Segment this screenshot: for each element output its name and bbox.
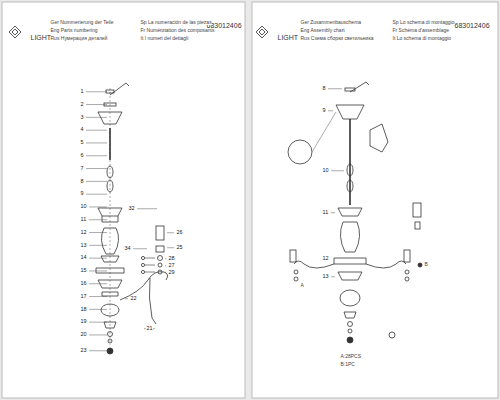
callout-number: 34 [124,246,131,252]
leader-line [137,208,157,209]
header-text: Rus Схема сборки светильника [300,36,374,41]
leader-line [86,155,107,156]
callout-number: 9 [80,191,84,197]
header-text: Ger Nummerierung der Teile [50,20,114,25]
callout-number: 21 [146,326,153,332]
callout-number: 1 [80,89,84,95]
callout-number: 18 [80,307,87,313]
leader-line [331,212,335,213]
callout-number: 17 [80,294,87,300]
logo [9,26,21,38]
leader-line [89,350,107,351]
callout-number: 15 [80,268,87,274]
leader-line [86,91,107,92]
logo [256,26,268,38]
header-text: Ger Zusammenbauschema [300,20,362,25]
leader-line [165,265,166,266]
leader-line [331,170,344,171]
callout-number: 10 [322,168,329,174]
callout-number: 26 [176,230,183,236]
leader-line [331,258,332,259]
leader-line [165,258,166,259]
header-text: B [424,262,428,267]
leader-line [89,245,107,246]
callout-number: 13 [322,274,329,280]
leader-line [89,206,107,207]
callout-number: 5 [80,140,84,146]
leader-line [86,117,107,118]
callout-number: 4 [80,127,84,133]
callout-number: 9 [322,108,326,114]
leader-line [89,219,107,220]
callout-number: 8 [80,179,84,185]
leader-line [89,322,107,323]
callout-number: 12 [80,230,87,236]
header-text: Fr Numérotation des composants [140,28,215,33]
callout-number: 10 [80,204,87,210]
callout-number: 12 [322,256,329,262]
chandelier-parts [96,83,168,354]
callout-number: 13 [80,243,87,249]
header-text: Fr Schéma d'assemblage [392,28,450,33]
callout-number: 16 [80,281,87,287]
callout-number: 19 [80,319,87,325]
leader-line [86,142,107,143]
header-text: It Lo schema di montaggio [392,36,452,41]
callout-number: 14 [80,255,87,261]
callout-number: 7 [80,166,84,172]
callout-number: 22 [130,296,137,302]
page-panel [252,2,498,398]
callout-number: 6 [80,153,84,159]
leader-line [133,248,147,249]
header-text: Eng Assembly chart [300,28,345,33]
leader-line [89,334,107,335]
header-text: Rus Нумерация деталей [50,36,108,41]
callout-number: 32 [128,206,135,212]
header-code: 683012406 [454,22,490,29]
callout-number: 2 [80,102,84,108]
header-code: LIGHT [277,34,299,41]
header-text: It I numeri del dettagli [140,36,189,41]
leader-line [86,181,107,182]
leader-line [328,88,342,89]
leader-line [89,296,107,297]
callout-number: 8 [322,86,326,92]
leader-line [328,110,333,111]
leader-line [89,258,107,259]
leader-line [165,272,166,273]
leader-line [86,130,107,131]
leader-line [86,168,107,169]
callout-number: 3 [80,115,84,121]
header-text: Sp La numeración de las piezas [140,20,212,25]
leader-line [331,276,335,277]
callout-number: 20 [80,332,87,338]
chandelier-assembly [288,82,422,343]
header-text: A:28PCS [340,354,362,359]
callout-number: 25 [176,245,183,251]
callout-number: 11 [80,217,87,223]
leader-line [86,194,107,195]
header-text: Sp Lo schema di montaggio [392,20,455,25]
leader-line [89,283,107,284]
callout-number: 29 [168,270,175,276]
callout-number: 27 [168,263,175,269]
callout-number: 28 [168,256,175,262]
leader-line [89,309,107,310]
header-code: LIGHT [30,34,52,41]
header-text: Eng Parts numbering [50,28,98,33]
callout-number: 23 [80,348,87,354]
header-text: B:1PC [340,362,355,367]
leader-line [125,298,128,299]
page-panel [2,2,245,398]
leader-line [89,270,107,271]
leader-line [167,247,174,248]
callout-number: 11 [322,210,329,216]
leader-line [167,232,174,233]
header-text: A [300,283,304,288]
leader-line [89,232,107,233]
leader-line [86,104,107,105]
